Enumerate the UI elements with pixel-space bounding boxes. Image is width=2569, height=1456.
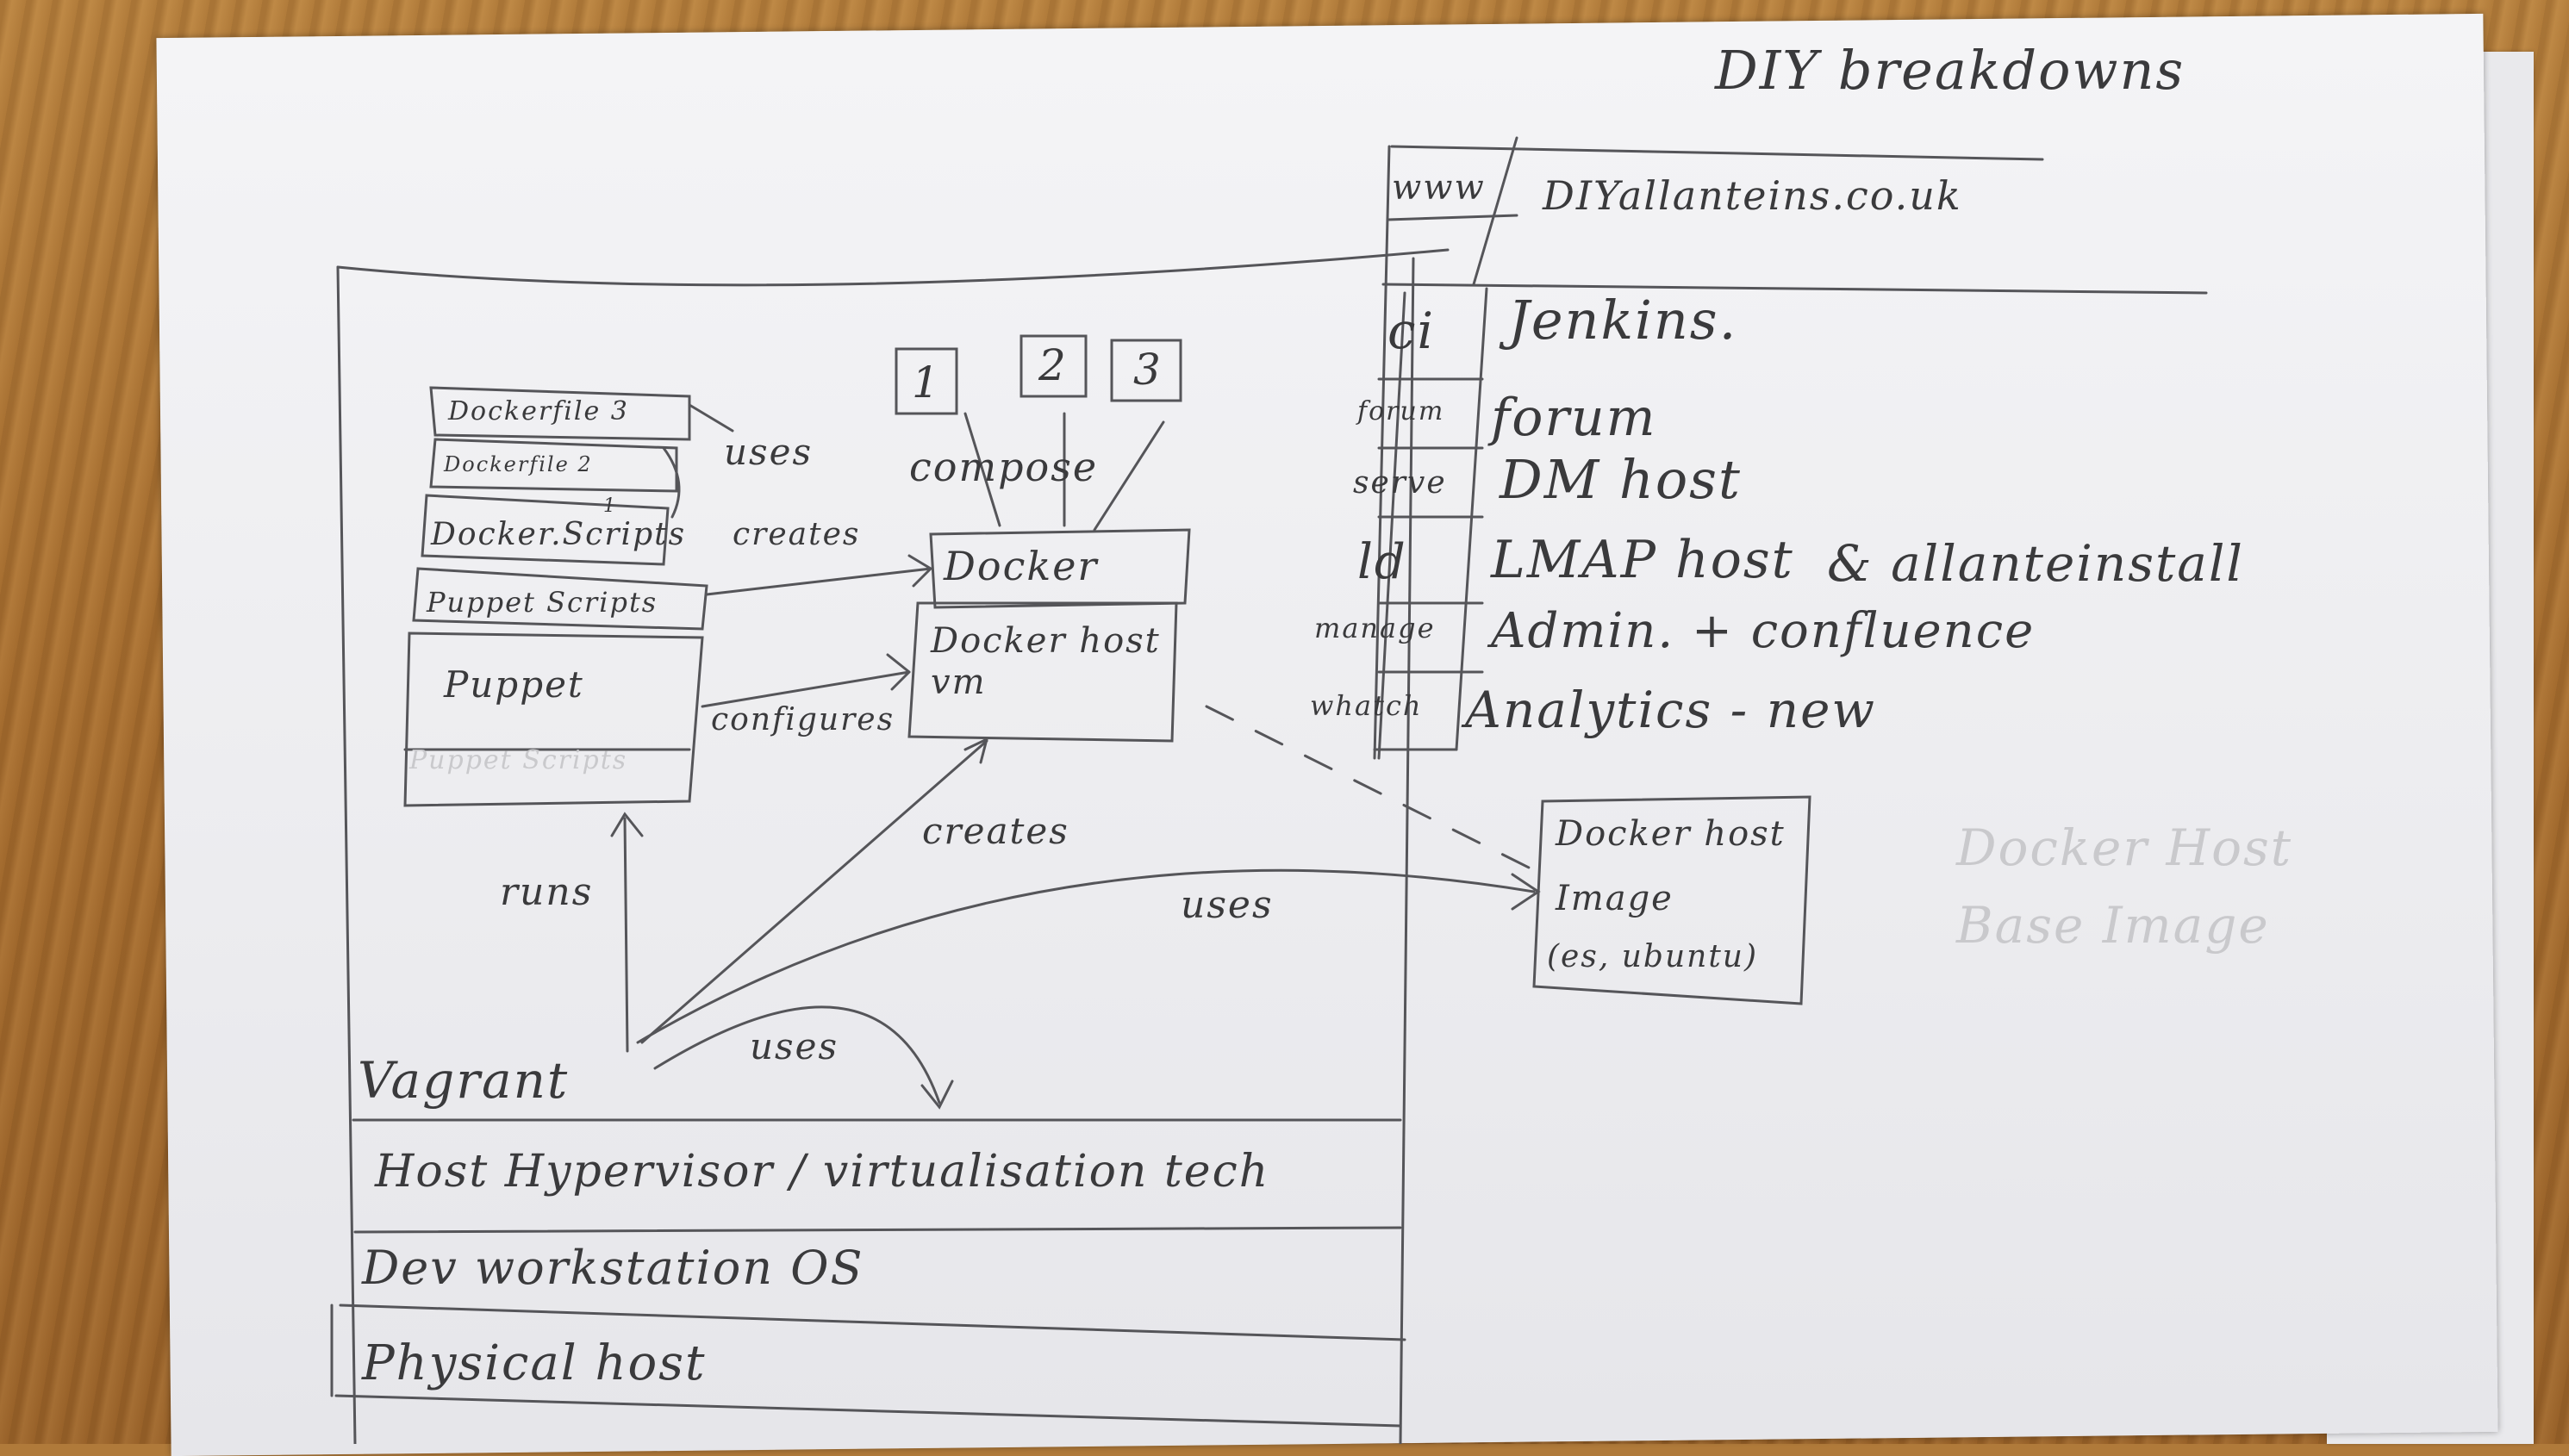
runs-label: runs [500,870,594,914]
container-2: 2 [1038,340,1068,390]
dockerfile-3-label: Dockerfile 3 [448,396,629,426]
legend-key-ci: ci [1387,302,1436,360]
legend-ld-extra: & allanteinstall [1827,534,2244,593]
docker-host-image-line3: (es, ubuntu) [1547,939,1759,974]
faint-base-image: Base Image [1956,896,2270,955]
container-3: 3 [1133,345,1163,395]
docker-label: Docker [944,543,1099,589]
legend-value-ci: Jenkins. [1508,289,1738,352]
uses-label-bottom: uses [750,1025,839,1067]
legend-key-forum: forum [1357,396,1445,426]
legend-value-www: DIYallanteins.co.uk [1543,172,1962,219]
legend-key-ld: ld [1357,534,1407,590]
legend-value-whatch: Analytics - new [1465,681,1877,739]
dockerfile-1-label: 1 [603,495,617,517]
docker-scripts-label: Docker.Scripts [431,517,687,552]
legend-value-serve: DM host [1500,448,1742,511]
configures-label: configures [711,702,895,737]
container-1: 1 [912,358,941,408]
legend-key-serve: serve [1353,465,1447,501]
creates-label-top: creates [733,517,861,552]
puppet-label: Puppet [444,663,584,706]
hypervisor-layer: Host Hypervisor / virtualisation tech [375,1146,1270,1198]
puppet-faint-label: Puppet Scripts [409,745,628,775]
physical-layer: Physical host [362,1335,707,1391]
legend-value-manage: Admin. + confluence [1491,603,2036,659]
legend-key-manage: manage [1314,612,1436,644]
puppet-scripts-label: Puppet Scripts [427,586,658,619]
faint-docker-host: Docker Host [1956,818,2293,877]
dockerfile-2-label: Dockerfile 2 [444,452,593,476]
page-title: DIY breakdowns [1715,39,2186,102]
docker-host-vm-label: Docker host vm [931,621,1161,702]
legend-key-www: www [1392,168,1486,208]
creates-label-mid: creates [922,810,1069,852]
legend-value-forum: forum [1491,388,1657,448]
docker-host-image-line2: Image [1556,879,1674,918]
legend-key-whatch: whatch [1310,689,1423,722]
uses-label-right: uses [1181,883,1274,927]
legend-value-ld: LMAP host [1491,530,1794,590]
uses-label-top: uses [724,431,814,473]
vagrant-layer: Vagrant [358,1051,570,1110]
docker-host-image-line1: Docker host [1556,814,1786,854]
os-layer: Dev workstation OS [362,1241,864,1295]
compose-label: compose [909,444,1099,490]
